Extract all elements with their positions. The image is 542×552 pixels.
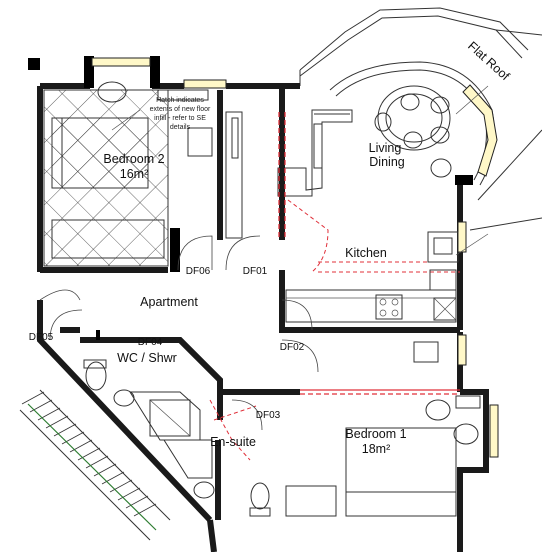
room-label-bedroom2: Bedroom 2 <box>103 152 164 166</box>
stairs <box>19 389 171 541</box>
bedroom2-hatch <box>43 81 213 267</box>
hatch-note-line1: Hatch indicates <box>156 97 204 104</box>
leader-line <box>455 85 489 115</box>
ensuite-fixtures <box>163 439 271 517</box>
roof-label: Flat Roof <box>465 39 512 84</box>
door-tag-df02: DF02 <box>280 342 305 353</box>
hatch-note-line2: extents of new floor <box>150 106 211 113</box>
room-label-apartment: Apartment <box>140 295 198 309</box>
bay-window <box>329 61 498 186</box>
door-tag-df01: DF01 <box>243 266 268 277</box>
room-area-bedroom2: 16m² <box>120 167 148 181</box>
room-label-ensuite: En-suite <box>210 435 256 449</box>
kitchen-units <box>285 231 459 323</box>
door-swings <box>39 235 319 431</box>
door-tag-df06: DF06 <box>186 266 211 277</box>
door-tag-df05: DF05 <box>29 332 54 343</box>
stair-handrail <box>27 403 157 531</box>
door-tag-df03: DF03 <box>256 410 281 421</box>
bedroom1-furniture <box>285 341 481 517</box>
room-label-wc: WC / Shwr <box>117 351 177 365</box>
sofa <box>277 109 353 197</box>
room-label-bedroom1: Bedroom 1 <box>345 427 406 441</box>
hatch-note-line4: details <box>170 124 191 131</box>
proposed-partitions <box>209 112 460 461</box>
bay-roof <box>299 7 542 231</box>
door-tag-df04: DF04 <box>138 337 163 348</box>
leader-line <box>455 233 489 256</box>
room-label-dining: Dining <box>369 155 404 169</box>
storage-unit-inner <box>231 117 239 159</box>
room-label-living: Living <box>369 141 402 155</box>
room-area-bedroom1: 18m² <box>362 442 390 456</box>
wc-fixtures <box>83 359 201 441</box>
storage-unit <box>225 111 243 239</box>
room-label-kitchen: Kitchen <box>345 246 387 260</box>
dining-table <box>374 85 452 178</box>
hatch-note-line3: infill - refer to SE <box>154 115 206 122</box>
windows <box>91 57 499 458</box>
